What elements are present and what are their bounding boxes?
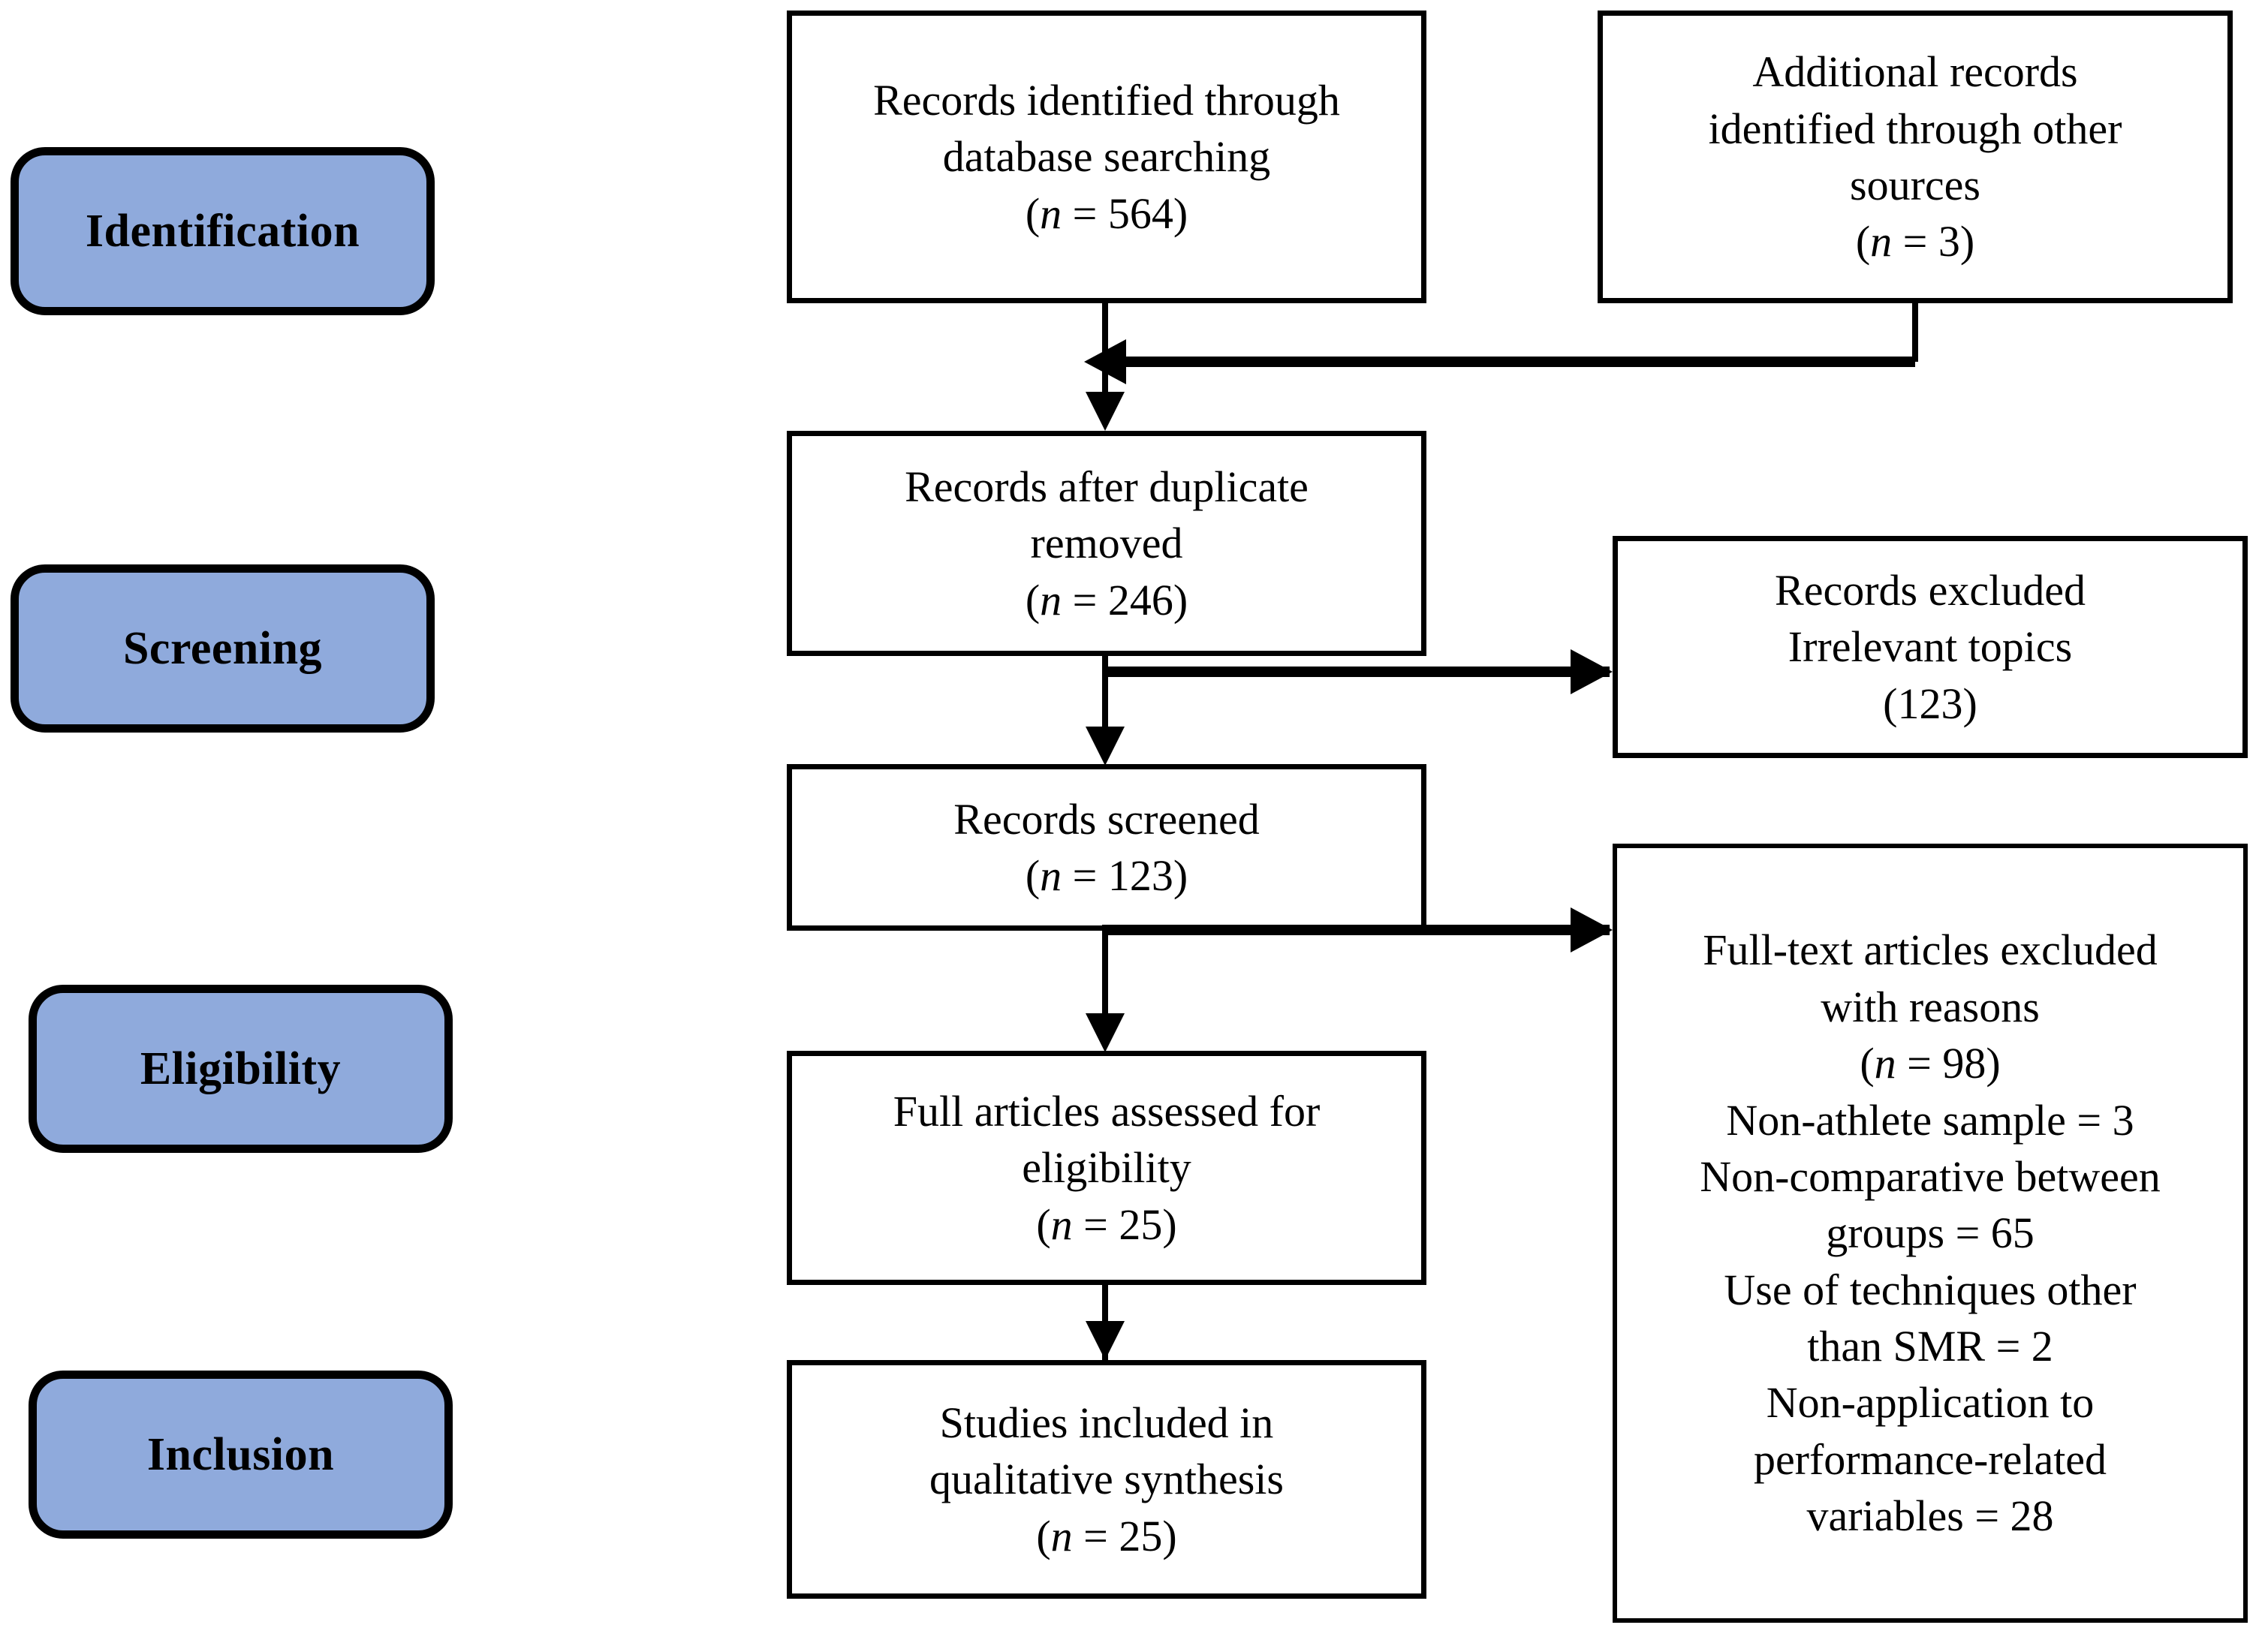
box-studies-included-count: (n = 25) <box>1036 1508 1176 1564</box>
n-symbol: n <box>1050 1199 1073 1249</box>
box-fulltext-excluded-line1: Full-text articles excluded <box>1703 925 2158 975</box>
n-symbol: n <box>1040 575 1062 624</box>
count-value: = 246) <box>1062 575 1188 624</box>
box-additional-records-other-sources: Additional records identified through ot… <box>1598 11 2233 303</box>
paren-open: ( <box>1855 217 1871 266</box>
box-fulltext-assessed-line1: Full articles assessed for <box>893 1086 1321 1136</box>
box-records-other-line3: sources <box>1850 161 1980 209</box>
box-records-after-duplicate-removed: Records after duplicate removed (n = 246… <box>787 431 1426 656</box>
box-fulltext-excluded-reason2b: groups = 65 <box>1826 1208 2035 1258</box>
n-symbol: n <box>1040 851 1062 900</box>
box-fulltext-excluded-reason3b: than SMR = 2 <box>1807 1322 2053 1371</box>
stage-screening-label: Screening <box>122 623 323 674</box>
box-records-other-count: (n = 3) <box>1856 213 1974 269</box>
stage-identification-label: Identification <box>85 206 360 257</box>
box-fulltext-excluded-reason1: Non-athlete sample = 3 <box>1726 1095 2134 1145</box>
arrowhead-into-records-excluded <box>1571 649 1613 694</box>
connector-dedup-down-line <box>1102 656 1108 740</box>
connector-dedup-to-excluded-horizontal <box>1102 667 1610 677</box>
box-fulltext-excluded-count: (n = 98) <box>1860 1035 2000 1091</box>
count-value: = 564) <box>1062 188 1188 238</box>
stage-inclusion: Inclusion <box>29 1371 453 1539</box>
paren-open: ( <box>1036 1199 1051 1249</box>
stage-inclusion-label: Inclusion <box>146 1429 335 1480</box>
count-value: = 3) <box>1892 217 1975 266</box>
stage-eligibility-label: Eligibility <box>140 1043 342 1094</box>
paren-open: ( <box>1025 851 1041 900</box>
box-records-dedup-line1: Records after duplicate <box>905 462 1309 511</box>
box-fulltext-assessed-count: (n = 25) <box>1036 1196 1176 1253</box>
arrowhead-into-fulltext-assessed <box>1086 1013 1125 1052</box>
box-records-excluded: Records excluded Irrelevant topics (123) <box>1613 536 2248 758</box>
box-fulltext-excluded-reason4b: performance-related <box>1753 1434 2107 1484</box>
count-value: = 25) <box>1072 1199 1177 1249</box>
arrowhead-into-records-dedup <box>1086 392 1125 431</box>
paren-open: ( <box>1036 1511 1051 1560</box>
box-records-database-line2: database searching <box>942 132 1271 182</box>
box-records-excluded-line3: (123) <box>1883 679 1977 728</box>
n-symbol: n <box>1870 217 1893 266</box>
box-fulltext-articles-excluded: Full-text articles excluded with reasons… <box>1613 844 2248 1623</box>
box-records-excluded-line1: Records excluded <box>1775 565 2086 615</box>
box-records-other-line2: identified through other <box>1708 104 2122 153</box>
paren-open: ( <box>1025 188 1041 238</box>
box-records-database-count: (n = 564) <box>1026 185 1188 242</box>
box-records-screened: Records screened (n = 123) <box>787 764 1426 931</box>
stage-screening: Screening <box>11 564 435 733</box>
connector-screened-to-fulltext-excluded-horizontal <box>1102 925 1610 935</box>
box-records-dedup-count: (n = 246) <box>1026 572 1188 628</box>
box-fulltext-assessed-line2: eligibility <box>1022 1143 1191 1193</box>
n-symbol: n <box>1050 1511 1073 1560</box>
box-studies-included: Studies included in qualitative synthesi… <box>787 1360 1426 1599</box>
count-value: = 98) <box>1896 1039 2001 1088</box>
box-records-other-line1: Additional records <box>1752 47 2078 97</box>
arrowhead-into-fulltext-excluded <box>1571 907 1613 952</box>
box-fulltext-excluded-reason2a: Non-comparative between <box>1700 1151 2161 1201</box>
box-fulltext-excluded-reason3a: Use of techniques other <box>1724 1265 2137 1314</box>
box-records-identified-database: Records identified through database sear… <box>787 11 1426 303</box>
box-records-screened-line1: Records screened <box>953 794 1260 844</box>
box-records-screened-count: (n = 123) <box>1026 847 1188 904</box>
n-symbol: n <box>1040 188 1062 238</box>
connector-screened-down-line <box>1102 931 1108 1027</box>
arrowhead-into-studies-included <box>1086 1321 1125 1360</box>
box-fulltext-excluded-reason4a: Non-application to <box>1766 1378 2095 1428</box>
paren-open: ( <box>1025 575 1041 624</box>
box-records-excluded-line2: Irrelevant topics <box>1788 622 2073 672</box>
stage-eligibility: Eligibility <box>29 985 453 1153</box>
connector-other-sources-down <box>1912 303 1918 362</box>
box-records-dedup-line2: removed <box>1030 519 1183 568</box>
stage-identification: Identification <box>11 147 435 315</box>
box-fulltext-excluded-reason4c: variables = 28 <box>1806 1491 2054 1541</box>
box-studies-included-line1: Studies included in <box>939 1398 1274 1447</box>
connector-other-sources-horizontal <box>1126 357 1915 367</box>
connector-database-to-dedup-line <box>1102 303 1108 401</box>
box-full-articles-assessed: Full articles assessed for eligibility (… <box>787 1051 1426 1285</box>
box-fulltext-excluded-line2: with reasons <box>1821 982 2040 1031</box>
n-symbol: n <box>1874 1039 1896 1088</box>
count-value: = 123) <box>1062 851 1188 900</box>
paren-open: ( <box>1860 1039 1875 1088</box>
box-records-database-line1: Records identified through <box>873 75 1340 125</box>
box-studies-included-line2: qualitative synthesis <box>929 1455 1284 1504</box>
arrowhead-into-records-screened <box>1086 727 1125 766</box>
count-value: = 25) <box>1072 1511 1177 1560</box>
